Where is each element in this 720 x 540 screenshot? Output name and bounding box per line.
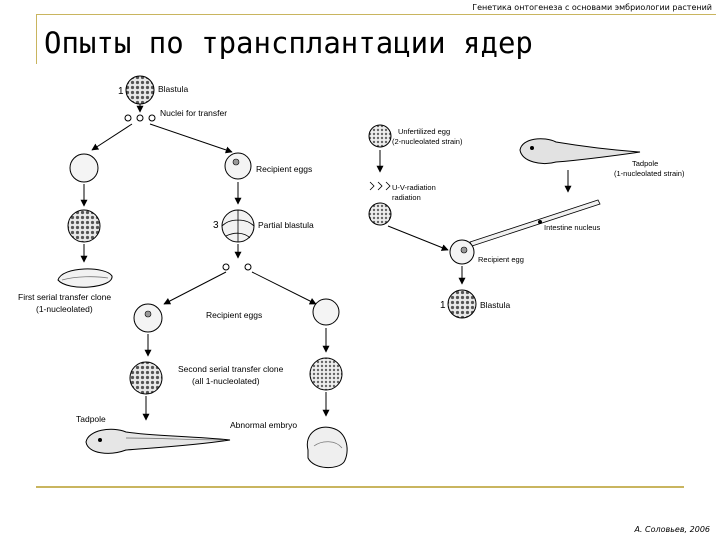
footer-author: А. Соловьев, 2006: [634, 525, 710, 534]
label-recipient-eggs-1: Recipient eggs: [256, 164, 312, 174]
abnormal-embryo-detail: [313, 441, 343, 449]
abnormal-embryo: [306, 426, 348, 468]
label-blastula-right: Blastula: [480, 300, 511, 310]
step-number-3: 3: [213, 220, 219, 231]
label-tadpole-right-2: (1-nucleolated strain): [614, 169, 685, 178]
recipient-egg-right-nucleus: [460, 246, 468, 254]
label-first-clone-1: First serial transfer clone: [18, 292, 111, 302]
label-tadpole: Tadpole: [76, 414, 106, 424]
tadpole-right-eye: [530, 146, 534, 150]
label-tadpole-right-1: Tadpole: [632, 159, 658, 168]
arrow-9: [251, 271, 317, 305]
irradiated-egg: [368, 202, 392, 226]
label-second-clone-2: (all 1-nucleolated): [192, 376, 260, 386]
nucleus-lower-left: [144, 310, 152, 318]
egg-left-1: [69, 153, 99, 183]
embryo-first-clone: [57, 268, 113, 288]
tadpole-right: [519, 138, 641, 164]
recipient-egg-nucleus: [232, 158, 240, 166]
recipient-egg-lower-right: [312, 298, 340, 326]
nucleus-dot-1: [124, 114, 132, 122]
recipient-egg-center: [224, 152, 252, 180]
tadpole-left: [85, 428, 231, 454]
label-uv-1: U-V-radiation: [392, 183, 436, 192]
blastula-second-clone-right: [309, 357, 343, 391]
arrow-2: [91, 123, 133, 151]
uv-zigzag-icon: [369, 181, 391, 191]
slide-title: Опыты по трансплантации ядер: [44, 26, 533, 60]
label-nuclei-for-transfer: Nuclei for transfer: [160, 108, 227, 118]
unfertilized-egg: [368, 124, 392, 148]
label-uv-2: radiation: [392, 193, 421, 202]
step-number-1: 1: [118, 86, 124, 97]
blastula-top: [125, 75, 155, 105]
recipient-egg-lower-left: [133, 303, 163, 333]
label-intestine-nucleus: Intestine nucleus: [544, 223, 601, 232]
step-number-right-1: 1: [440, 300, 446, 311]
blastula-left: [67, 209, 101, 243]
nucleus-dot-3: [148, 114, 156, 122]
label-recipient-egg-right: Recipient egg: [478, 255, 524, 264]
tadpole-left-eye: [98, 438, 102, 442]
arrow-8: [163, 271, 227, 305]
label-blastula: Blastula: [158, 84, 189, 94]
tadpole-left-tail-line: [125, 437, 225, 441]
blastula-second-clone-left: [129, 361, 163, 395]
label-recipient-eggs-2: Recipient eggs: [206, 310, 262, 320]
label-partial-blastula: Partial blastula: [258, 220, 314, 230]
label-second-clone-1: Second serial transfer clone: [178, 364, 284, 374]
blastula-right: [447, 289, 477, 319]
arrow-r2: [387, 225, 449, 251]
intestine-nucleus-dot: [538, 220, 542, 224]
frame-left-line: [36, 14, 37, 64]
label-unfertilized-1: Unfertilized egg: [398, 127, 450, 136]
partial-blastula-cells: [221, 210, 255, 242]
arrow-3: [149, 123, 233, 154]
embryo-detail: [61, 276, 109, 281]
label-abnormal-embryo: Abnormal embryo: [230, 420, 297, 430]
label-unfertilized-2: (2-nucleolated strain): [392, 137, 463, 146]
frame-top-line: [36, 14, 716, 15]
nucleus-dot-5: [244, 263, 252, 271]
label-first-clone-2: (1-nucleolated): [36, 304, 93, 314]
header-note: Генетика онтогенеза с основами эмбриолог…: [472, 3, 712, 12]
nucleus-dot-4: [222, 263, 230, 271]
footer-rule: [36, 486, 684, 488]
nucleus-dot-2: [136, 114, 144, 122]
